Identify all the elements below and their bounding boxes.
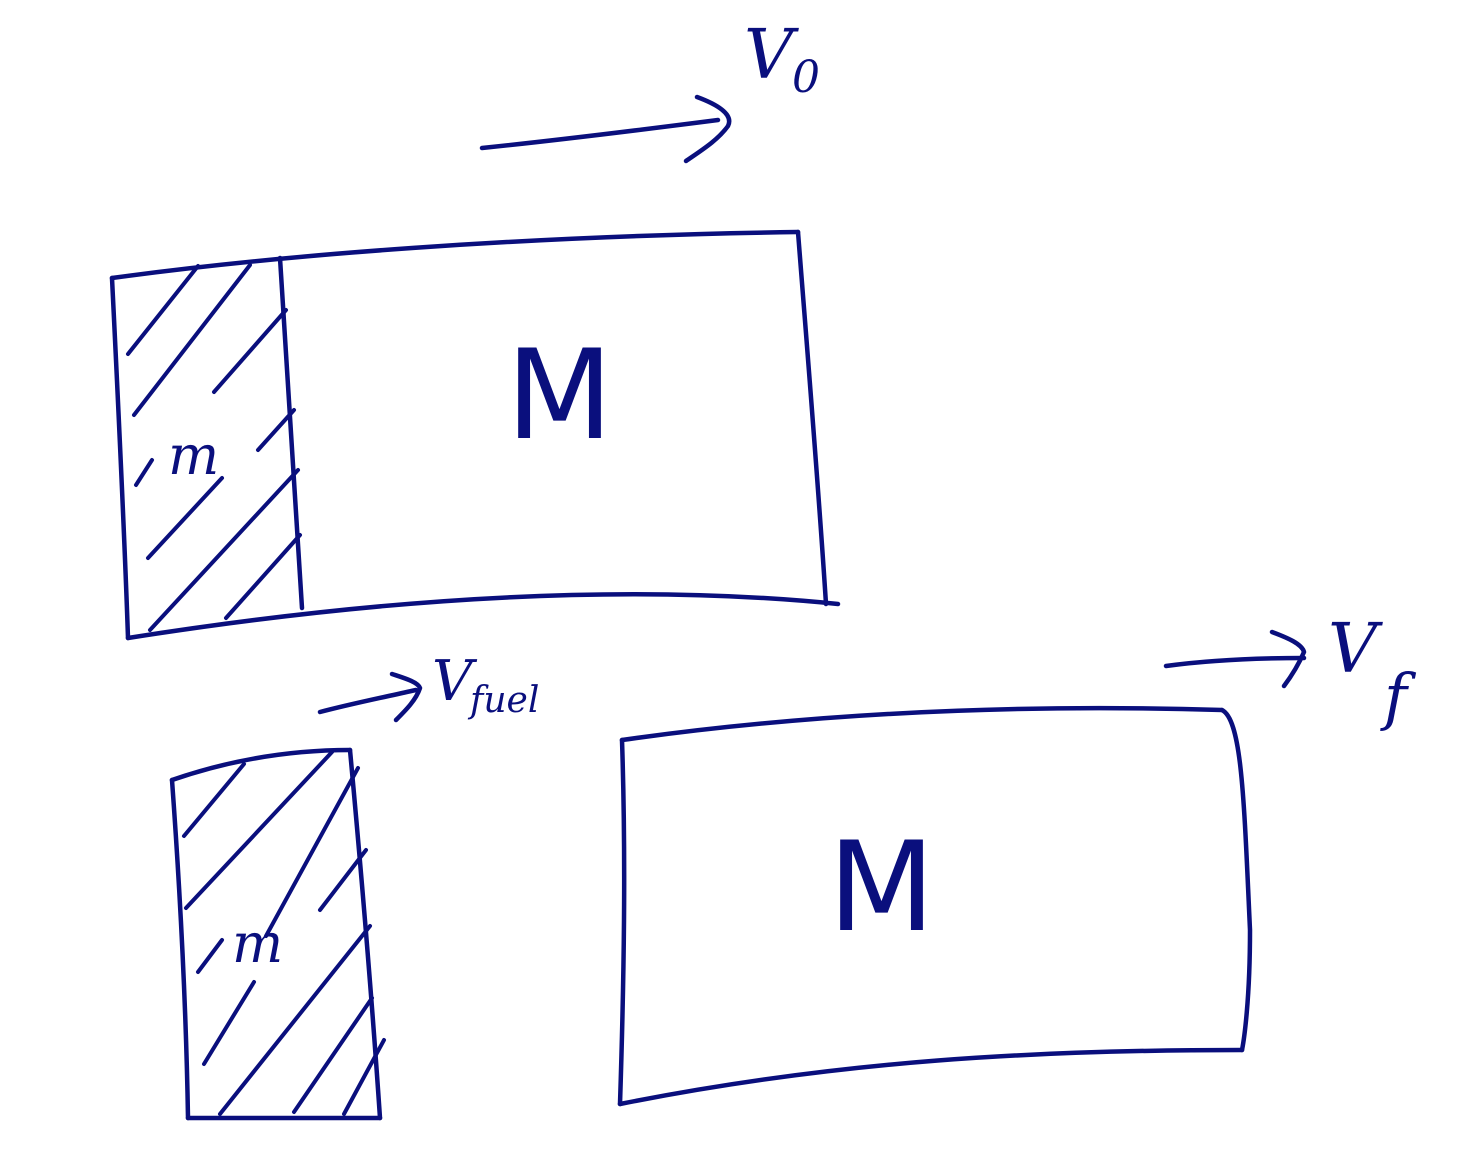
velocity-label-v0: V 0 xyxy=(744,16,820,103)
fuel-velocity-label: V fuel xyxy=(432,649,539,721)
after-ship: V f M xyxy=(617,610,1417,1107)
fuel-block-outline xyxy=(169,747,383,1121)
ship-mass-label: M xyxy=(506,324,613,468)
after-fuel: V fuel m xyxy=(169,649,539,1121)
fuel-block-hatching xyxy=(182,750,386,1116)
fuel-velocity-main: V xyxy=(432,649,478,714)
ship-block-outline xyxy=(617,705,1253,1107)
ship-final-mass-label: M xyxy=(828,816,935,960)
fuel-velocity-arrow xyxy=(317,671,423,723)
combined-body-outline xyxy=(109,229,841,641)
ejected-fuel-mass-label: m xyxy=(232,912,283,975)
velocity-label-main: V xyxy=(744,16,799,95)
velocity-arrow-v0 xyxy=(479,94,732,164)
before-system: V 0 m M xyxy=(109,16,841,641)
velocity-arrow-vf xyxy=(1163,629,1307,689)
velocity-label-vf-main: V xyxy=(1328,610,1383,689)
velocity-label-vf: V f xyxy=(1328,610,1417,733)
velocity-label-vf-sub: f xyxy=(1380,660,1417,733)
fuel-mass-label: m xyxy=(168,424,219,487)
fuel-hatching xyxy=(126,263,302,632)
fuel-velocity-sub: fuel xyxy=(467,680,539,721)
velocity-label-sub: 0 xyxy=(792,52,820,103)
fuel-ship-divider xyxy=(277,255,305,611)
